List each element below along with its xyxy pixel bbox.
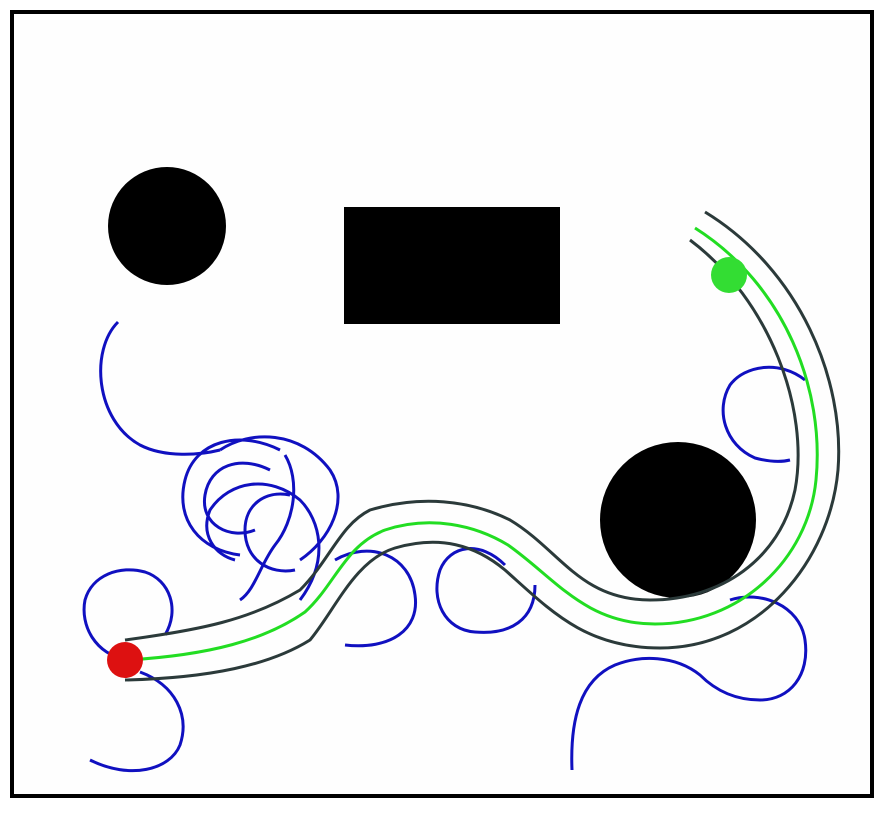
corridor-upper-boundary bbox=[124, 238, 800, 642]
exploration-arc bbox=[205, 482, 321, 601]
circle-obstacle-top-left bbox=[108, 167, 226, 285]
exploration-arc bbox=[334, 549, 418, 648]
workspace-border bbox=[10, 10, 874, 798]
exploration-arc bbox=[89, 670, 185, 773]
corridor-boundaries bbox=[124, 210, 841, 682]
circle-obstacle-right bbox=[600, 442, 756, 598]
exploration-arc bbox=[219, 435, 340, 562]
exploration-arc bbox=[243, 492, 296, 573]
exploration-arc bbox=[239, 454, 296, 602]
planned-path bbox=[127, 226, 819, 662]
goal-point bbox=[711, 257, 747, 293]
exploration-arc bbox=[570, 595, 808, 771]
exploration-arc bbox=[82, 568, 174, 662]
exploration-arc bbox=[99, 320, 221, 456]
exploration-arc bbox=[203, 461, 271, 535]
rectangle-obstacle bbox=[344, 207, 560, 324]
exploration-arc bbox=[181, 438, 281, 557]
obstacles bbox=[108, 167, 756, 598]
corridor-lower-boundary bbox=[124, 210, 841, 682]
start-point bbox=[107, 642, 143, 678]
exploration-arc bbox=[721, 365, 806, 463]
